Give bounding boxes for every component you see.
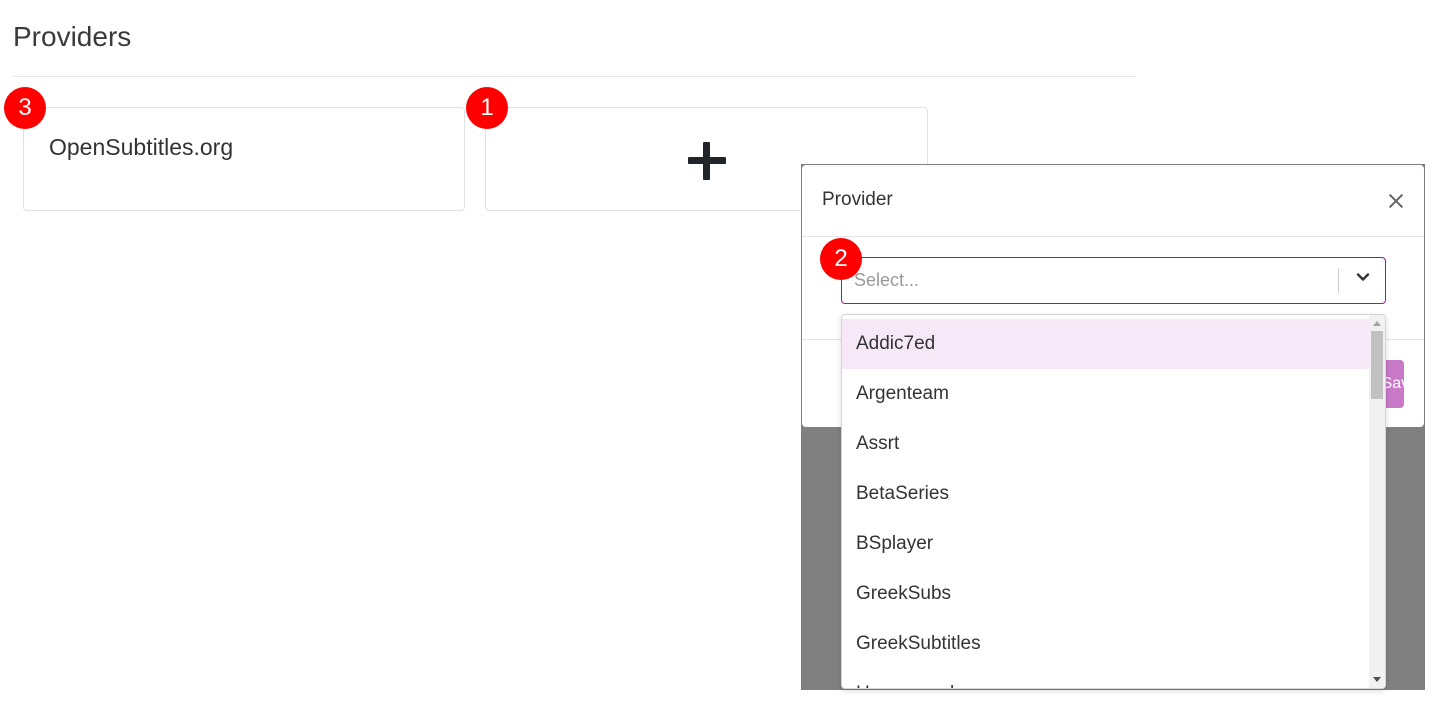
- option-addic7ed[interactable]: Addic7ed: [842, 319, 1370, 369]
- select-placeholder: Select...: [854, 270, 920, 290]
- modal-header: Provider: [802, 165, 1424, 237]
- option-betaseries[interactable]: BetaSeries: [856, 483, 949, 504]
- provider-card-label: OpenSubtitles.org: [49, 134, 234, 160]
- page-title: Providers: [13, 21, 132, 52]
- save-button-label: Save: [1381, 375, 1404, 392]
- dropdown-scrollbar[interactable]: [1369, 315, 1385, 688]
- option-argenteam[interactable]: Argenteam: [856, 383, 949, 404]
- provider-dropdown-menu: Addic7ed Argenteam Assrt BetaSeries BSpl…: [841, 314, 1386, 689]
- annotation-badge-2: 2: [820, 238, 862, 280]
- option-greeksubs[interactable]: GreekSubs: [856, 583, 952, 604]
- annotation-badge-1: 1: [466, 87, 508, 129]
- close-icon[interactable]: [1384, 189, 1408, 213]
- annotation-badge-3: 3: [4, 87, 46, 129]
- provider-card-opensubtitles[interactable]: OpenSubtitles.org: [23, 107, 465, 211]
- option-bsplayer[interactable]: BSplayer: [856, 533, 934, 554]
- option-assrt[interactable]: Assrt: [856, 433, 900, 454]
- title-divider: [13, 76, 1136, 77]
- plus-icon: [688, 142, 726, 180]
- chevron-down-icon[interactable]: [1356, 270, 1370, 282]
- option-hosszupuska[interactable]: Hosszupuska: [842, 669, 1370, 688]
- scroll-down-icon[interactable]: [1373, 677, 1381, 682]
- dropdown-list: Addic7ed Argenteam Assrt BetaSeries BSpl…: [842, 319, 1370, 688]
- scroll-up-icon[interactable]: [1373, 321, 1381, 326]
- scroll-thumb[interactable]: [1371, 331, 1383, 399]
- add-provider-card[interactable]: [485, 107, 928, 211]
- provider-select[interactable]: Select...: [841, 257, 1386, 304]
- modal-title: Provider: [822, 189, 893, 210]
- option-greeksubtitles[interactable]: GreekSubtitles: [856, 633, 981, 654]
- select-separator: [1338, 268, 1339, 293]
